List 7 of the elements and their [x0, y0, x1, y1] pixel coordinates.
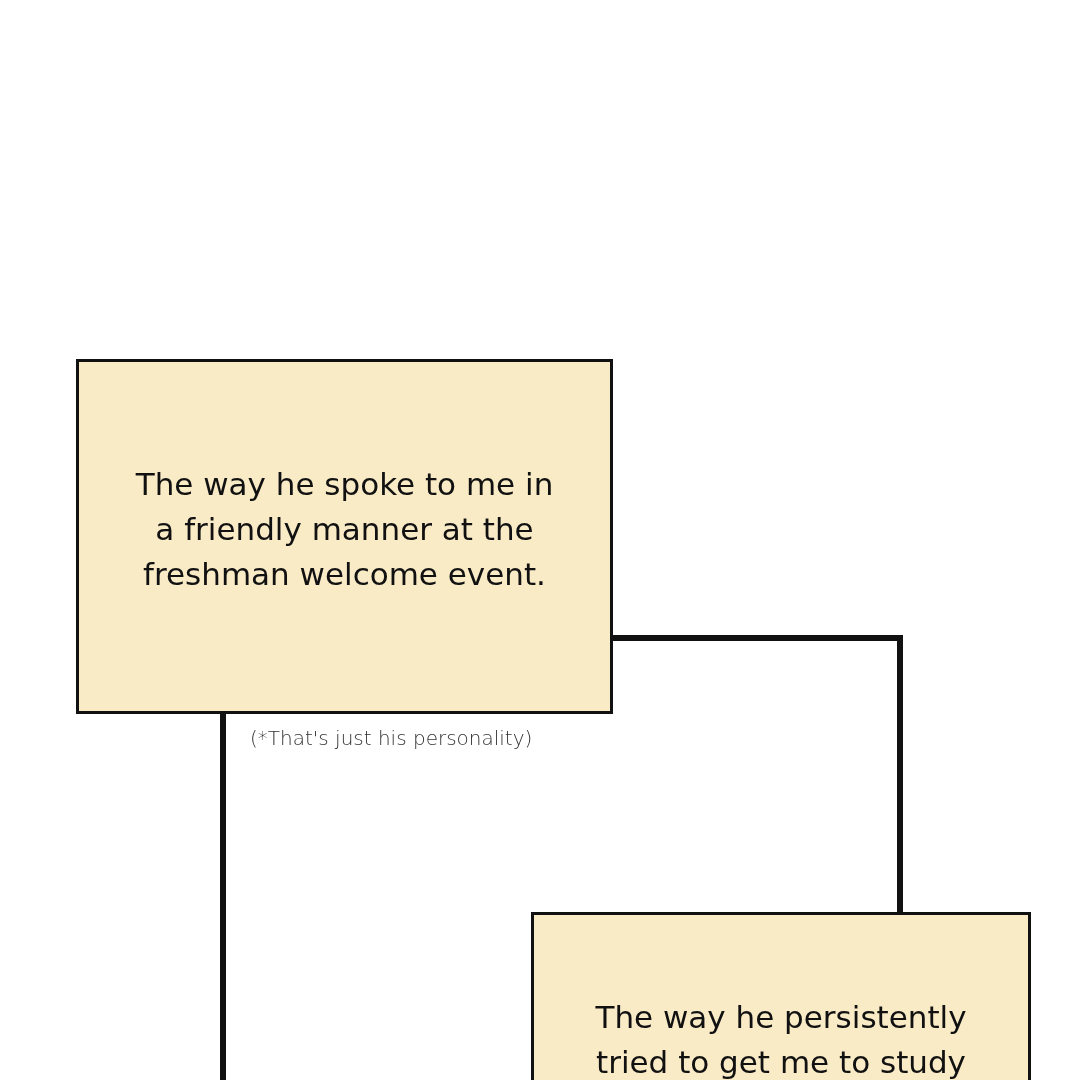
connector-line: [613, 635, 903, 912]
text-box: [531, 912, 1031, 1080]
footnote: (*That's just his personality): [250, 726, 533, 750]
box-text: The way he persistently tried to get me to study: [594, 998, 968, 1080]
text-box: [76, 359, 613, 714]
box-text: The way he spoke to me in a friendly manner at the freshman welcome event.: [134, 465, 555, 594]
connector-line: [220, 714, 226, 1080]
